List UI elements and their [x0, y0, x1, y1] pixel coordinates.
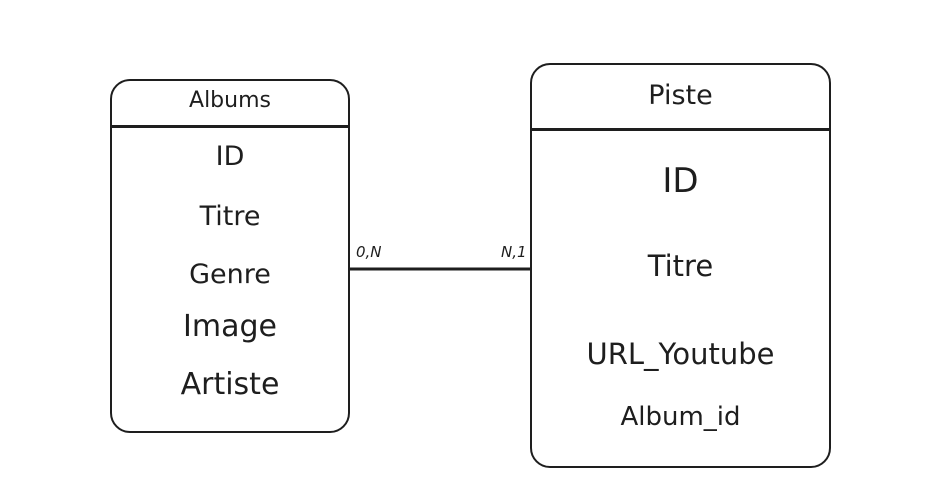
piste-attribute-id: ID [662, 161, 699, 201]
albums-attribute-titre: Titre [199, 201, 261, 232]
piste-attribute-album-id: Album_id [620, 402, 741, 432]
piste-attribute-url-youtube: URL_Youtube [586, 337, 775, 371]
albums-attribute-genre: Genre [189, 259, 271, 290]
albums-attribute-id: ID [215, 141, 245, 172]
entity-albums-title: Albums [110, 81, 350, 128]
cardinality-piste: N,1 [501, 243, 527, 261]
albums-attribute-artiste: Artiste [180, 367, 280, 402]
entity-piste: Piste ID Titre URL_Youtube Album_id [530, 63, 831, 468]
piste-attribute-titre: Titre [647, 249, 714, 283]
cardinality-albums: 0,N [356, 243, 382, 261]
entity-albums: Albums ID Titre Genre Image Artiste [110, 79, 350, 433]
entity-piste-title: Piste [530, 65, 831, 131]
albums-attribute-image: Image [183, 309, 277, 344]
